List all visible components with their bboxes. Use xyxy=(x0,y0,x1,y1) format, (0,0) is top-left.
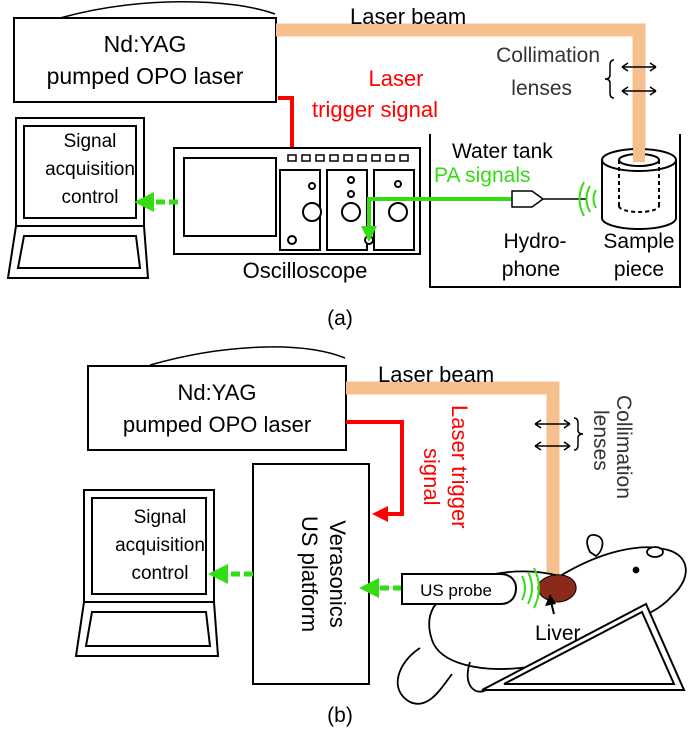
trigger-a-line1: Laser xyxy=(368,66,423,91)
trigger-line-b xyxy=(346,420,404,522)
oscilloscope-buttons xyxy=(287,154,409,162)
water-tank-label: Water tank xyxy=(452,140,553,163)
panel-b: Nd:YAG pumped OPO laser Laser beam Colli… xyxy=(74,346,687,727)
collimation-lens-a xyxy=(604,59,657,99)
hydrophone-line2: phone xyxy=(502,258,560,281)
laser-beam-b xyxy=(346,381,560,588)
platform-line1: Verasonics xyxy=(325,520,350,628)
laser-cable-a xyxy=(59,1,276,19)
liver-label: Liver xyxy=(535,622,581,645)
laser-beam-a-label: Laser beam xyxy=(350,4,466,29)
trigger-b-line1: Laser trigger xyxy=(447,405,472,529)
computer-b xyxy=(74,489,220,657)
screen-b xyxy=(91,497,207,595)
laser-box-b xyxy=(87,365,347,451)
laser-box-a-line1: Nd:YAG xyxy=(104,31,187,57)
screen-a xyxy=(23,125,137,219)
sample-piece xyxy=(601,148,677,230)
liver-pointer-head xyxy=(545,594,556,606)
computer-b-line2: acquisition xyxy=(115,535,205,556)
laser-box-b-line2: pumped OPO laser xyxy=(123,412,311,437)
pa-signals-label: PA signals xyxy=(434,164,531,187)
hydrophone xyxy=(511,190,586,208)
laser-box-a xyxy=(13,17,277,103)
mouse-tail xyxy=(396,647,453,705)
mouse-ear-2 xyxy=(646,546,664,558)
liver xyxy=(537,574,577,603)
pa-signal-line xyxy=(361,197,512,242)
caption-b: (b) xyxy=(327,704,353,727)
caption-a: (a) xyxy=(327,307,353,330)
oscilloscope-screen xyxy=(183,157,277,237)
computer-a-line2: acquisition xyxy=(45,159,135,180)
laser-box-b-line1: Nd:YAG xyxy=(177,380,256,405)
collimation-a-line1: Collimation xyxy=(496,44,600,67)
collimation-a-line2: lenses xyxy=(511,77,572,100)
laser-beam-a-tip xyxy=(633,140,645,162)
collimation-b-line2: lenses xyxy=(589,410,612,471)
computer-b-line3: control xyxy=(131,563,188,584)
computer-a-line1: Signal xyxy=(64,131,117,152)
collimation-b-line1: Collimation xyxy=(612,395,635,499)
mouse-leg-2 xyxy=(466,661,487,693)
sample-line2: piece xyxy=(614,258,664,281)
laser-cable-b xyxy=(149,346,346,366)
laser-box-a-line2: pumped OPO laser xyxy=(47,63,244,89)
us-probe xyxy=(401,573,518,605)
ultrasound-waves-a xyxy=(578,181,597,217)
laser-beam-b-label: Laser beam xyxy=(378,362,494,387)
computer-a xyxy=(6,117,150,279)
hydrophone-line1: Hydro- xyxy=(503,230,566,253)
incline-platform-inner xyxy=(503,610,676,685)
trigger-a-line2: trigger signal xyxy=(312,97,438,122)
collimation-brace-b xyxy=(573,417,584,451)
sample-line1: Sample xyxy=(603,230,674,253)
collimation-lens-b xyxy=(534,417,584,451)
panel-a: Nd:YAG pumped OPO laser Laser beam Colli… xyxy=(6,1,681,330)
water-tank xyxy=(429,134,681,288)
trigger-b-line2: signal xyxy=(419,448,444,505)
mouse-ear xyxy=(586,534,604,558)
ultrasound-waves-b xyxy=(521,567,540,609)
verasonics-platform xyxy=(252,463,370,685)
oscilloscope-label: Oscilloscope xyxy=(243,258,368,283)
computer-b-line1: Signal xyxy=(134,507,187,528)
computer-a-line3: control xyxy=(61,187,118,208)
platform-line2: US platform xyxy=(297,516,322,632)
mouse-eye xyxy=(632,566,640,574)
us-probe-label: US probe xyxy=(420,581,492,600)
collimation-brace-a xyxy=(604,59,615,99)
